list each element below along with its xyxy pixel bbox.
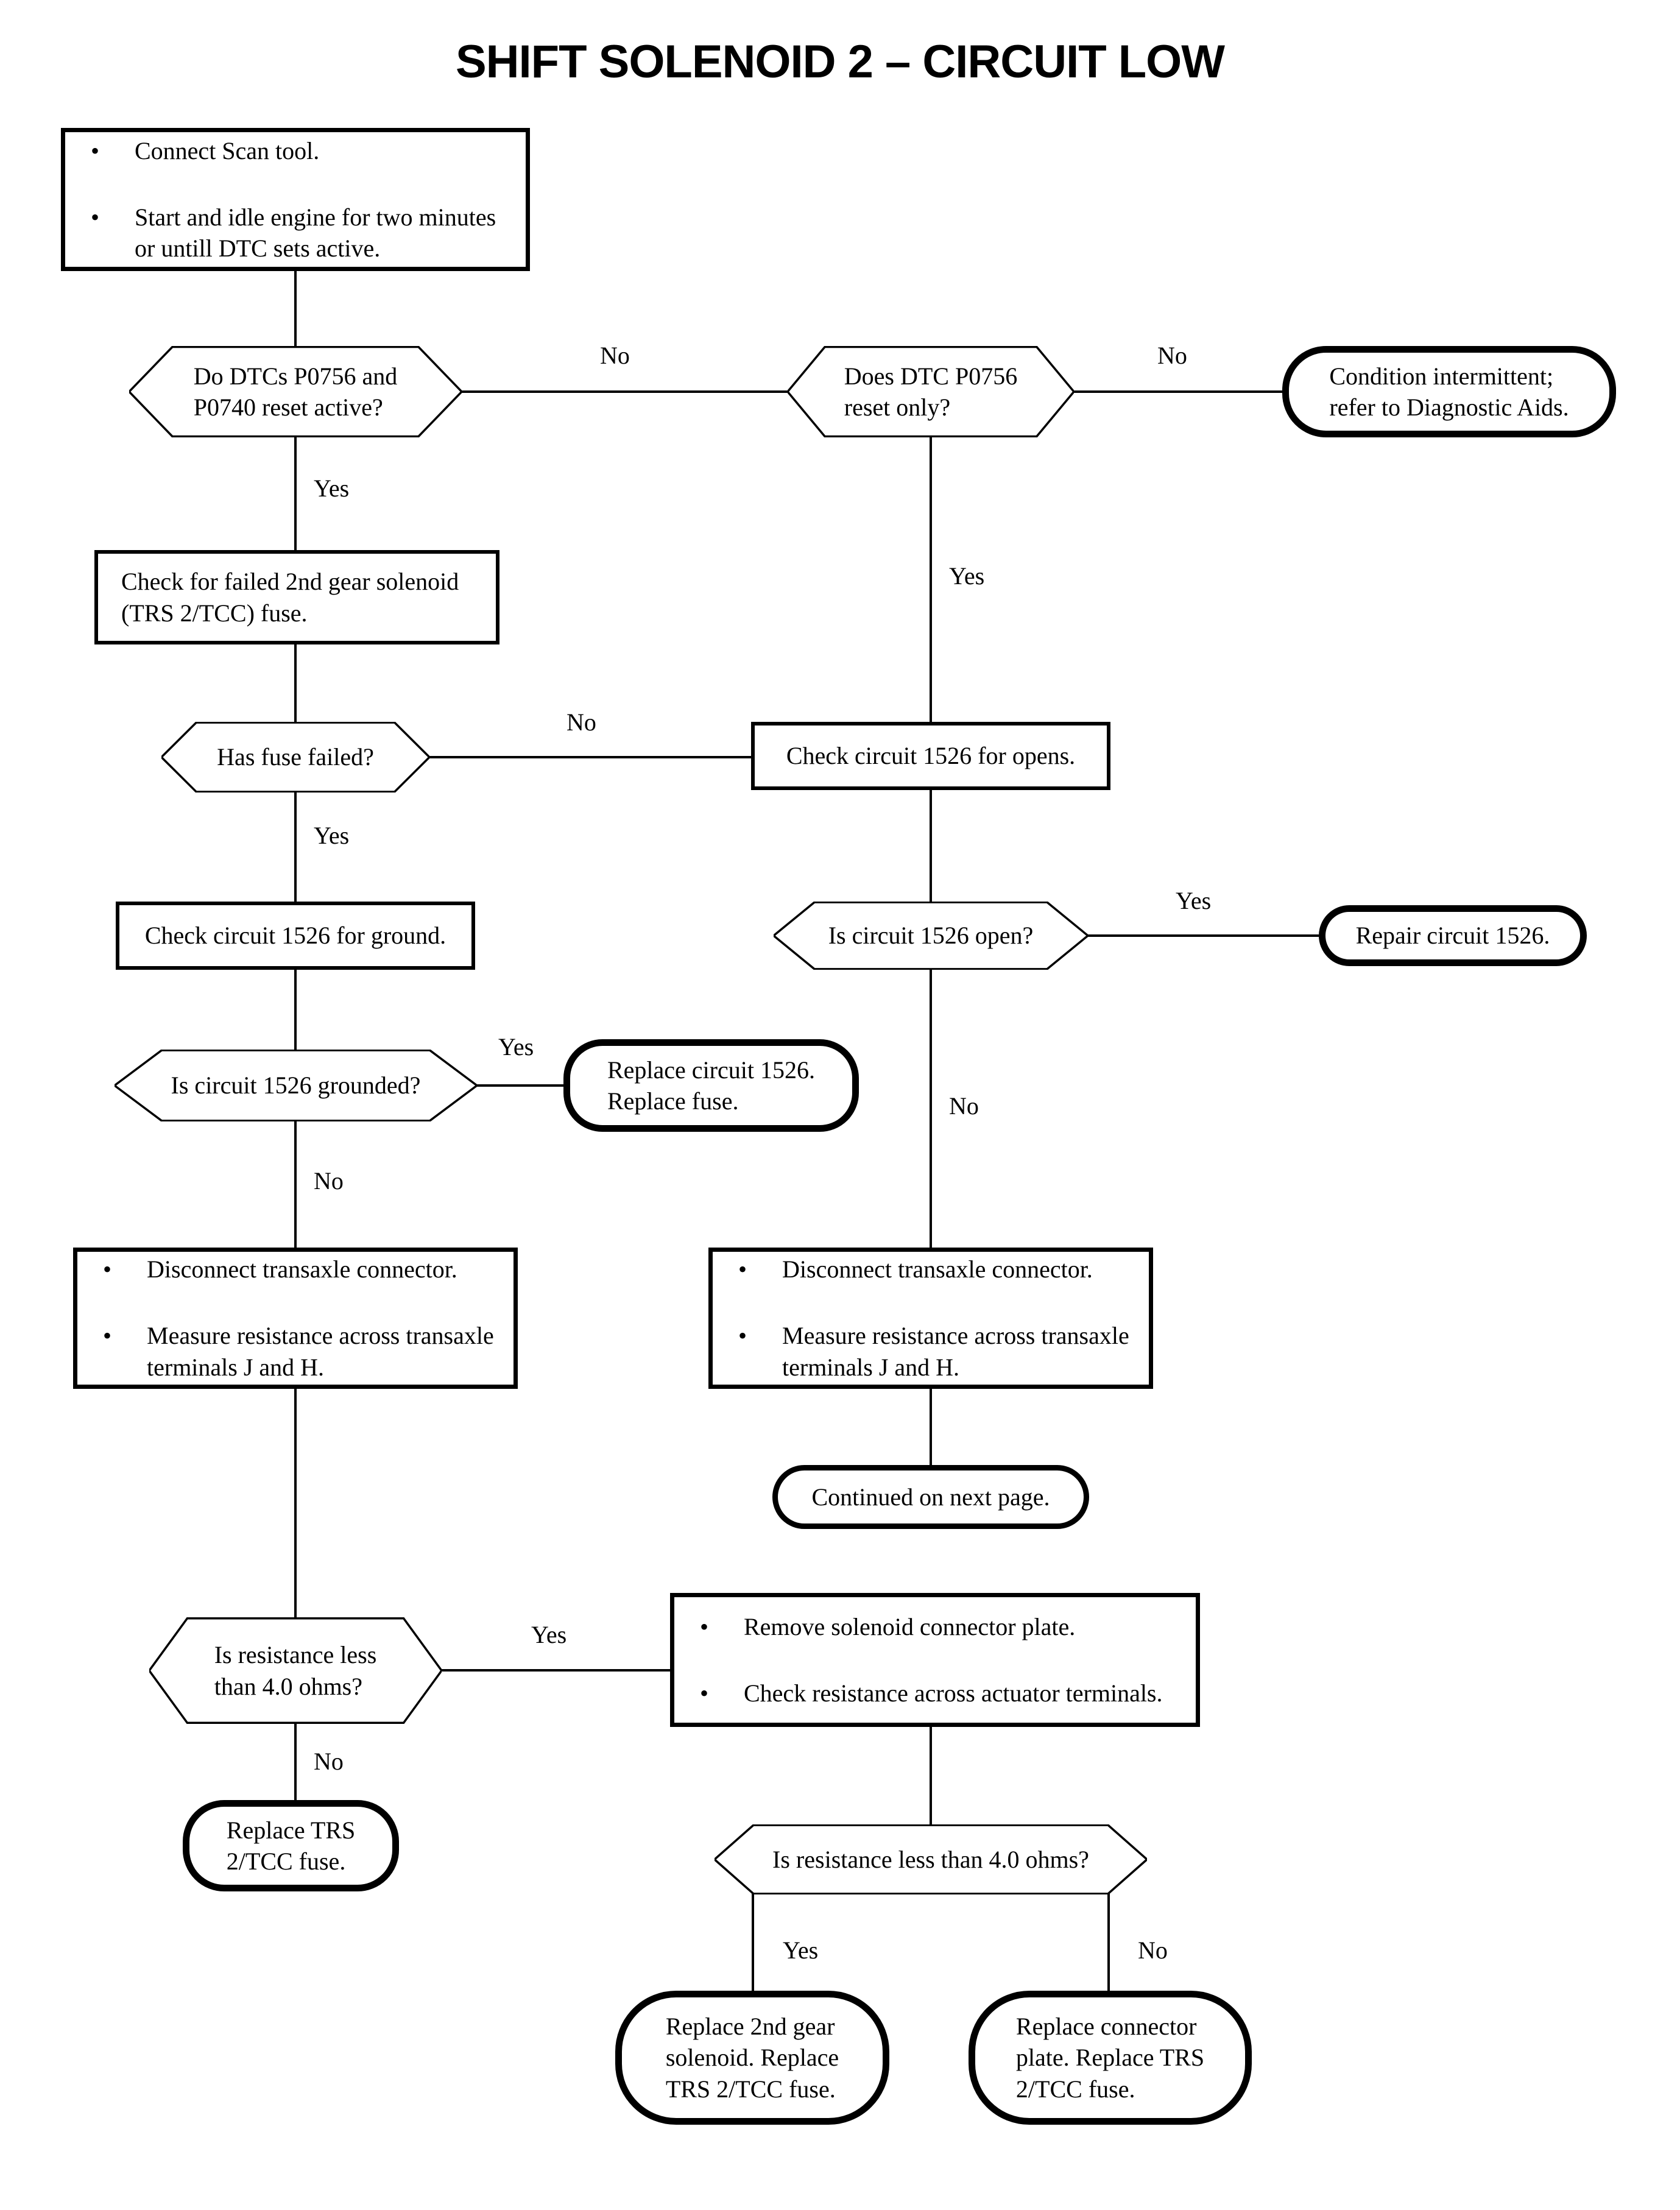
edge-label-no-1526-grounded: No (314, 1167, 344, 1195)
terminal-text: Condition intermittent; refer to Diagnos… (1329, 362, 1569, 421)
step-text: Measure resistance across transaxle term… (782, 1322, 1129, 1381)
hexagon-shape (788, 346, 1074, 437)
terminal-text: Replace circuit 1526. Replace fuse. (607, 1056, 815, 1115)
list-item: • Check resistance across actuator termi… (700, 1678, 1186, 1709)
terminal-replace-trs-fuse: Replace TRS 2/TCC fuse. (183, 1800, 399, 1891)
step-text: Connect Scan tool. (135, 136, 320, 164)
decision-text: Is circuit 1526 open? (828, 922, 1034, 950)
hexagon-shape (149, 1617, 442, 1724)
terminal-text: Continued on next page. (811, 1483, 1050, 1511)
decision-text: Has fuse failed? (217, 743, 374, 771)
decision-text: Is resistance less than 4.0 ohms? (214, 1641, 377, 1700)
bullet-icon: • (738, 1255, 747, 1283)
decision-resistance-less-left: Is resistance less than 4.0 ohms? (149, 1617, 442, 1724)
step-remove-solenoid-plate: • Remove solenoid connector plate. • Che… (670, 1593, 1200, 1727)
decision-is-1526-open: Is circuit 1526 open? (774, 902, 1088, 970)
decision-text: Is circuit 1526 grounded? (171, 1071, 421, 1100)
hexagon-shape (774, 902, 1088, 970)
list-item: • Disconnect transaxle connector. (103, 1254, 504, 1285)
edge-label-yes-dtcs: Yes (314, 475, 350, 502)
hexagon-shape (161, 722, 429, 793)
decision-has-fuse-failed: Has fuse failed? (161, 722, 429, 793)
edge-label-yes-resistance-left: Yes (531, 1621, 567, 1648)
decision-resistance-less-bottom: Is resistance less than 4.0 ohms? (715, 1824, 1147, 1894)
list-item: • Connect Scan tool. (91, 135, 516, 166)
decision-text: Is resistance less than 4.0 ohms? (772, 1845, 1089, 1873)
bullet-icon: • (91, 203, 100, 231)
decision-text: Does DTC P0756 reset only? (844, 362, 1018, 421)
edge-label-no-p0756: No (1157, 342, 1187, 369)
edge-label-yes-p0756: Yes (949, 562, 985, 590)
bullet-icon: • (103, 1322, 112, 1350)
step-text: Check circuit 1526 for opens. (786, 742, 1076, 770)
edge-label-no-resistance-left: No (314, 1748, 344, 1775)
terminal-text: Replace TRS 2/TCC fuse. (226, 1816, 356, 1875)
decision-p0756-reset-only: Does DTC P0756 reset only? (788, 346, 1074, 437)
step-disconnect-transaxle-right: • Disconnect transaxle connector. • Meas… (708, 1248, 1153, 1389)
terminal-condition-intermittent: Condition intermittent; refer to Diagnos… (1282, 346, 1616, 437)
step-disconnect-transaxle-left: • Disconnect transaxle connector. • Meas… (73, 1248, 518, 1389)
terminal-text: Replace 2nd gear solenoid. Replace TRS 2… (665, 2013, 839, 2103)
page-title: SHIFT SOLENOID 2 – CIRCUIT LOW (455, 36, 1225, 88)
hexagon-shape (715, 1824, 1147, 1894)
edge-label-no-fuse-failed: No (566, 708, 596, 736)
bullet-icon: • (91, 136, 100, 164)
terminal-repair-1526: Repair circuit 1526. (1319, 905, 1587, 966)
step-text: Check for failed 2nd gear solenoid (TRS … (121, 568, 459, 627)
hexagon-shape (129, 346, 462, 437)
step-text: Disconnect transaxle connector. (782, 1255, 1093, 1283)
list-item: • Start and idle engine for two minutes … (91, 202, 516, 264)
decision-dtcs-reset-active: Do DTCs P0756 and P0740 reset active? (129, 346, 462, 437)
terminal-text: Repair circuit 1526. (1355, 922, 1550, 950)
list-item: • Disconnect transaxle connector. (738, 1254, 1139, 1285)
hexagon-shape (115, 1050, 477, 1121)
edge-label-yes-1526-grounded: Yes (498, 1033, 534, 1061)
terminal-replace-1526: Replace circuit 1526. Replace fuse. (563, 1039, 859, 1132)
edge-label-yes-resistance-bottom: Yes (783, 1936, 819, 1964)
bullet-icon: • (700, 1612, 709, 1640)
step-text: Start and idle engine for two minutes or… (135, 203, 496, 263)
step-text: Remove solenoid connector plate. (744, 1612, 1076, 1640)
decision-is-1526-grounded: Is circuit 1526 grounded? (115, 1050, 477, 1121)
terminal-replace-plate: Replace connector plate. Replace TRS 2/T… (969, 1991, 1252, 2125)
edge-label-no-1526-open: No (949, 1092, 979, 1120)
bullet-icon: • (103, 1255, 112, 1283)
step-check-failed-fuse: Check for failed 2nd gear solenoid (TRS … (94, 550, 499, 644)
decision-text: Do DTCs P0756 and P0740 reset active? (193, 362, 398, 421)
step-text: Disconnect transaxle connector. (147, 1255, 457, 1283)
terminal-replace-solenoid: Replace 2nd gear solenoid. Replace TRS 2… (615, 1991, 889, 2125)
terminal-continued-next-page: Continued on next page. (772, 1465, 1089, 1529)
list-item: • Measure resistance across transaxle te… (103, 1320, 504, 1382)
edge-label-no-dtcs: No (600, 342, 630, 369)
step-text: Check resistance across actuator termina… (744, 1679, 1163, 1707)
edge-label-yes-fuse-failed: Yes (314, 822, 350, 849)
terminal-text: Replace connector plate. Replace TRS 2/T… (1015, 2013, 1205, 2103)
step-connect-scan-tool: • Connect Scan tool. • Start and idle en… (61, 128, 530, 271)
list-item: • Measure resistance across transaxle te… (738, 1320, 1139, 1382)
bullet-icon: • (738, 1322, 747, 1350)
list-item: • Remove solenoid connector plate. (700, 1611, 1186, 1642)
step-check-1526-opens: Check circuit 1526 for opens. (751, 722, 1110, 790)
edge-label-no-resistance-bottom: No (1138, 1936, 1168, 1964)
edge-label-yes-1526-open: Yes (1176, 887, 1212, 914)
step-check-1526-ground: Check circuit 1526 for ground. (116, 902, 475, 970)
step-text: Check circuit 1526 for ground. (144, 922, 446, 950)
step-text: Measure resistance across transaxle term… (147, 1322, 494, 1381)
bullet-icon: • (700, 1679, 709, 1707)
